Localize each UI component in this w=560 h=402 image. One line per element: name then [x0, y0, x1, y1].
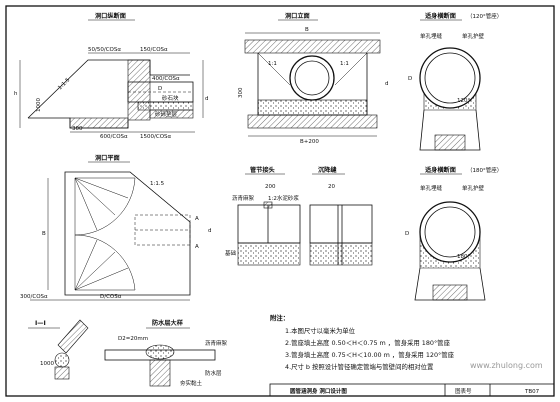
gravel-bed [149, 109, 194, 119]
dim-1500: 1500/COSα [140, 134, 172, 140]
title-block-label: 图表号 [455, 387, 472, 395]
elevation-footing [247, 114, 378, 129]
elev-dim-300: 300 [238, 87, 244, 98]
notes-heading: 附注： [270, 313, 289, 322]
longitudinal-title: 洞口纵断面 [95, 12, 126, 20]
sec120-angle: （120°管座） [467, 12, 502, 20]
elevation-pipe-outer [289, 55, 335, 101]
sec180-label1: 单孔埋缝 [420, 184, 443, 192]
sec180-label2: 单孔护壁 [462, 184, 485, 192]
plan-a-bottom: A [195, 244, 199, 250]
sec120-pipe-outer [419, 47, 481, 109]
elev-dim-b: B [305, 27, 309, 33]
joint-title: 管节接头 [250, 166, 275, 174]
wp-joint [145, 344, 175, 360]
sec120-dim: D [408, 76, 412, 82]
dim-600: 600/COSα [100, 134, 128, 140]
sec120-cradle [423, 91, 477, 111]
plan-outline [64, 171, 191, 296]
dim-400: 400/COSα [152, 76, 180, 82]
dim-1000: 1000 [36, 98, 42, 112]
pipe-label: D [158, 86, 162, 92]
joint-base [237, 242, 301, 266]
plan-slope-fan-bottom [74, 234, 136, 291]
dim-top-width: 150/COSα [140, 47, 168, 53]
plan-title: 洞口平面 [95, 154, 120, 162]
joint-base-label: 基础 [225, 249, 237, 257]
elevation-view: 洞口立面 B 1:1 1:1 B+200 300 d [238, 12, 389, 145]
sec180-dim: D [405, 231, 409, 237]
watermark-text: www.zhulong.com [470, 361, 543, 370]
sec120-grade: 120° [457, 98, 470, 104]
sec120-pipe-inner [424, 52, 476, 104]
wp-layer: 防水层 [205, 369, 222, 377]
sec120-label1: 单孔埋缝 [420, 32, 443, 40]
elev-slope-right: 1:1 [340, 61, 349, 67]
sec180-pipe-inner [424, 206, 476, 258]
joint-dim-200: 200 [265, 184, 276, 190]
sec180-angle: （180°管座） [467, 166, 502, 174]
note-1: 1.本图尺寸以毫米为单位 [285, 326, 356, 335]
dim-h: h [14, 91, 18, 97]
title-block: 圆管涵洞身 洞口设计图 图表号 TB07 [269, 383, 555, 397]
note-3: 3.管身填土高度 0.75＜H＜10.00 m ，管身采用 120°管座 [285, 350, 455, 359]
joint-material: 沥青麻絮 [232, 194, 255, 202]
wp-soil: 夯实黏土 [180, 379, 203, 387]
wp-asphalt: 沥青麻絮 [205, 339, 228, 347]
stone-bed [137, 101, 194, 111]
joint-note: 1:2水泥砂浆 [268, 194, 299, 202]
settle-width: 20 [328, 184, 335, 190]
slope-label: 1:1.5 [57, 77, 72, 92]
settlement-joint-view: 沉降缝 20 [309, 166, 373, 266]
waterproof-detail-view: 防水层大样 D2=20mm 沥青麻絮 防水层 夯实黏土 [104, 319, 228, 387]
elev-dim-d: d [385, 81, 389, 87]
settle-base [309, 242, 373, 266]
cross-section-180-view: 适身横断面 （180°管座） 单孔埋缝 单孔护壁 180° D [405, 166, 502, 301]
plan-dim-300: 300/COSα [20, 294, 48, 300]
sec180-grade: 180° [457, 254, 470, 260]
dim-d: d [205, 96, 209, 102]
dim-300: 300 [72, 126, 83, 132]
elevation-title: 洞口立面 [285, 12, 310, 20]
elevation-cap [244, 39, 381, 54]
plan-dim-d-cos: D/COSα [100, 294, 122, 300]
title-block-code: TB07 [524, 389, 540, 395]
plan-dim-b: B [42, 231, 46, 237]
stone-label: 砂石块 [162, 94, 179, 102]
sec120-title: 适身横断面 [425, 12, 456, 20]
gravel-label: 砂砾垫层 [155, 110, 178, 118]
sec180-cradle [419, 231, 481, 269]
waterproof-title: 防水层大样 [152, 319, 183, 327]
section11-title: I—I [35, 320, 46, 327]
wp-d2: D2=20mm [118, 336, 148, 342]
title-block-title: 圆管涵洞身 洞口设计图 [290, 387, 347, 395]
note-2: 2.管座填土高度 0.50＜H＜0.75 m ，管身采用 180°管座 [285, 338, 451, 347]
plan-a-top: A [195, 216, 199, 222]
plan-slope: 1:1.5 [150, 181, 165, 187]
longitudinal-section-view: 洞口纵断面 50/50/COSα 150/COSα 1:1.5 400/COSα… [14, 12, 209, 140]
headwall [127, 59, 151, 121]
plan-dim-d: d [208, 228, 212, 234]
note-4: 4.尺寸 b 按照设计管径确定管端与管壁间的相对位置 [285, 362, 434, 371]
elevation-pipe-inner [294, 60, 330, 96]
cross-section-120-view: 适身横断面 （120°管座） 单孔埋缝 单孔护壁 120° D [408, 12, 502, 151]
section11-dim: 1000 [40, 361, 54, 367]
notes-block: 附注： 1.本图尺寸以毫米为单位 2.管座填土高度 0.50＜H＜0.75 m … [270, 313, 455, 371]
elev-dim-b200: B+200 [300, 139, 319, 145]
section-1-1-view: I—I 1000 [28, 319, 89, 380]
sec180-title: 适身横断面 [425, 166, 456, 174]
elev-slope-left: 1:1 [268, 61, 277, 67]
settle-title: 沉降缝 [318, 166, 337, 174]
sec120-label2: 单孔护壁 [462, 32, 485, 40]
plan-slope-fan-top [74, 177, 136, 236]
plan-view: 洞口平面 1:1.5 B A A d 300/COSα D/COSα [20, 154, 212, 301]
dim-top-slope: 50/50/COSα [88, 47, 121, 53]
pipe-joint-view: 管节接头 200 沥青麻絮 1:2水泥砂浆 基础 [225, 166, 301, 266]
